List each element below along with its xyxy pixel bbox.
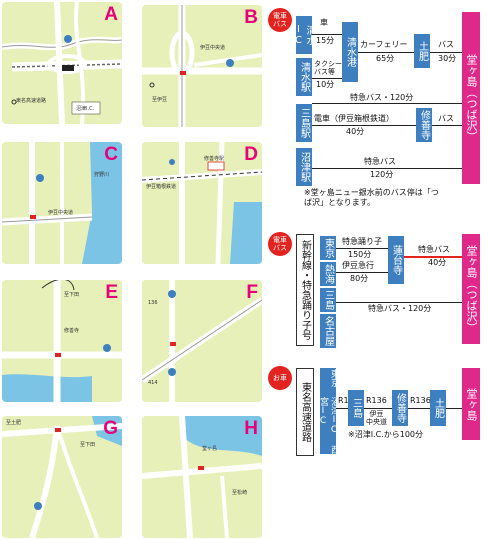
map-h-letter: H <box>244 418 258 439</box>
route1-note: ※堂ヶ島ニュー銀水前のバス停は「つば沢」となります。 <box>304 188 439 207</box>
route1-ferry-time: 65分 <box>376 54 395 63</box>
map-d-roads <box>142 142 262 264</box>
map-tile-a[interactable]: 東名高速道路 沼津I.C. A <box>2 2 122 124</box>
map-g-label-1: 至土肥 <box>6 420 22 426</box>
route1-express2-time: 120分 <box>370 170 394 179</box>
map-b-label-2: 至伊豆 <box>152 97 168 103</box>
map-c-label-2: 伊豆中央道 <box>48 210 74 216</box>
route3-destination: 堂ヶ島 <box>462 368 480 440</box>
route1-train-label: 電車（伊豆箱根鉄道） <box>314 114 394 123</box>
route1-shimizu-port: 清水港 <box>342 22 358 82</box>
route2-izukyu-time: 80分 <box>350 274 369 283</box>
route1-start-shimizu-ic: 清水IC <box>293 16 315 54</box>
route2-destination: 堂ヶ島（つば沢） <box>462 234 480 344</box>
map-d-label-2: 修善寺駅 <box>204 156 225 162</box>
route2-badge: 電車 バス <box>268 232 292 256</box>
map-c-letter: C <box>104 144 118 165</box>
route-train-bus-2: 電車 バス 新幹線・特急踊り子号 東京 熱海 三島 名古屋 特急踊り子 150分… <box>268 232 486 350</box>
map-d-letter: D <box>244 144 258 165</box>
route1-bus-label: バス <box>438 40 454 49</box>
map-e-roads <box>2 280 122 402</box>
route1-express2-label: 特急バス <box>364 157 396 166</box>
map-g-letter: G <box>103 418 118 439</box>
route3-ic: 東京 沼津IC 西宮IC <box>318 368 339 454</box>
route2-exbus120-label: 特急バス・120分 <box>368 304 432 313</box>
map-tile-h[interactable]: 堂ヶ島 至松崎 H <box>142 416 262 538</box>
route1-toi: 土肥 <box>414 34 430 68</box>
route2-exbus-time: 40分 <box>428 258 447 267</box>
route3-badge: お車 <box>268 366 292 390</box>
route1-taxi-label: タクシー バス等 <box>314 60 342 76</box>
route1-start-shimizu-station: 清水駅 <box>296 58 312 96</box>
route2-exbus-label: 特急バス <box>418 245 450 254</box>
route-car: お車 東名高速道路 東京 沼津IC 西宮IC R1 三島 R136 伊豆 中央道… <box>268 366 486 456</box>
map-h-label-2: 至松崎 <box>232 490 248 496</box>
map-a-roads <box>2 2 122 124</box>
map-e-letter: E <box>105 282 118 303</box>
map-b-label-1: 伊豆中央道 <box>200 45 226 51</box>
route3-shuzenji: 修善寺 <box>392 390 408 426</box>
route1-car-label: 車 <box>320 18 328 27</box>
map-h-roads <box>142 416 262 538</box>
route3-r136a: R136 <box>366 396 387 405</box>
route2-odoriko-time: 150分 <box>348 250 372 259</box>
map-g-roads <box>2 416 122 538</box>
route3-r1: R1 <box>338 396 349 405</box>
route3-note: ※沼津I.C.から100分 <box>348 430 424 439</box>
route1-destination: 堂ヶ島（つば沢） <box>462 12 480 184</box>
route3-izu-central: 伊豆 中央道 <box>366 410 387 426</box>
route-train-bus-1: 電車 バス 清水IC 清水駅 三島駅 沼津駅 車 15分 タクシー バス等 10… <box>268 8 486 213</box>
map-tile-g[interactable]: 至土肥 至下田 G <box>2 416 122 538</box>
map-a-label-2: 沼津I.C. <box>76 106 95 112</box>
map-c-label-1: 狩野川 <box>94 172 110 178</box>
route2-izukyu-label: 伊豆急行 <box>342 261 374 270</box>
route2-rendaiji: 蓮台寺 <box>388 236 404 284</box>
route3-mishima: 三島 <box>348 390 364 426</box>
map-f-letter: F <box>246 282 258 303</box>
route1-ferry-label: カーフェリー <box>360 40 408 49</box>
map-a-letter: A <box>104 4 118 25</box>
route1-start-mishima: 三島駅 <box>296 104 312 142</box>
map-b-letter: B <box>244 7 258 28</box>
map-e-label-1: 修善寺 <box>64 328 80 334</box>
route2-station-nagoya: 名古屋 <box>320 314 336 348</box>
map-h-label-1: 堂ヶ島 <box>202 446 218 452</box>
map-tile-f[interactable]: 136 414 F <box>142 280 262 402</box>
route3-toi: 土肥 <box>430 390 446 426</box>
route2-station-mishima: 三島 <box>320 288 336 312</box>
route2-station-tokyo: 東京 <box>320 236 336 260</box>
map-g-label-2: 至下田 <box>80 442 96 448</box>
route3-r136b: R136 <box>410 396 431 405</box>
map-tile-e[interactable]: 修善寺 至下田 E <box>2 280 122 402</box>
route1-start-numazu: 沼津駅 <box>296 148 312 186</box>
map-f-label-2: 414 <box>148 380 158 386</box>
map-c-roads <box>2 142 122 264</box>
route3-road: 東名高速道路 <box>296 368 314 456</box>
route1-taxi-time: 10分 <box>316 80 335 89</box>
map-tile-c[interactable]: 狩野川 伊豆中央道 C <box>2 142 122 264</box>
route1-bus-time: 30分 <box>438 54 457 63</box>
route2-station-atami: 熱海 <box>320 262 336 286</box>
map-tile-b[interactable]: 伊豆中央道 至伊豆 B <box>142 5 262 127</box>
route1-car-time: 15分 <box>316 36 335 45</box>
map-d-label-1: 伊豆箱根鉄道 <box>146 184 177 190</box>
map-f-roads <box>142 280 262 402</box>
map-a-label-1: 東名高速道路 <box>16 98 47 104</box>
map-e-label-2: 至下田 <box>64 292 80 298</box>
map-tile-d[interactable]: 伊豆箱根鉄道 修善寺駅 D <box>142 142 262 264</box>
route2-line-name: 新幹線・特急踊り子号 <box>296 234 314 346</box>
route2-odoriko-label: 特急踊り子 <box>342 237 382 246</box>
route1-train-time: 40分 <box>346 127 365 136</box>
route1-shuzenji: 修善寺 <box>416 108 432 142</box>
route1-bus2-label: バス <box>438 114 454 123</box>
route1-express1-label: 特急バス・120分 <box>350 93 414 102</box>
map-f-label-1: 136 <box>148 300 158 306</box>
route1-badge: 電車 バス <box>268 8 292 32</box>
map-b-roads <box>142 5 262 127</box>
